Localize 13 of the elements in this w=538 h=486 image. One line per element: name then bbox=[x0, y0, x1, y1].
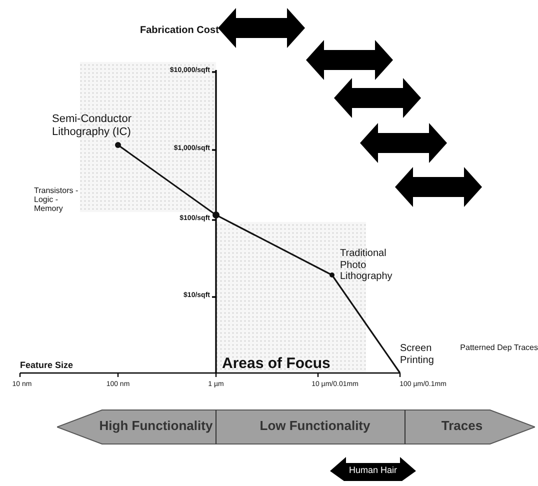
axis-title: Fabrication Cost bbox=[140, 25, 220, 36]
scale-band bbox=[57, 408, 535, 446]
area-heading: Areas of Focus bbox=[222, 355, 332, 372]
curve-label: Traditional Photo Lithography bbox=[340, 248, 394, 282]
band-label: Traces bbox=[440, 418, 484, 433]
band-label: Low Functionality bbox=[258, 418, 372, 433]
curve-label: Semi-Conductor Lithography (IC) bbox=[52, 113, 132, 138]
curve-label: Transistors -Logic -Memory bbox=[34, 186, 80, 214]
side-note: Patterned Dep Traces bbox=[459, 343, 538, 352]
band-label: High Functionality bbox=[98, 418, 214, 433]
range-label: Human Hair bbox=[348, 465, 398, 475]
curve-label: Screen Printing bbox=[400, 343, 435, 366]
axis-title: Feature Size bbox=[20, 360, 74, 370]
